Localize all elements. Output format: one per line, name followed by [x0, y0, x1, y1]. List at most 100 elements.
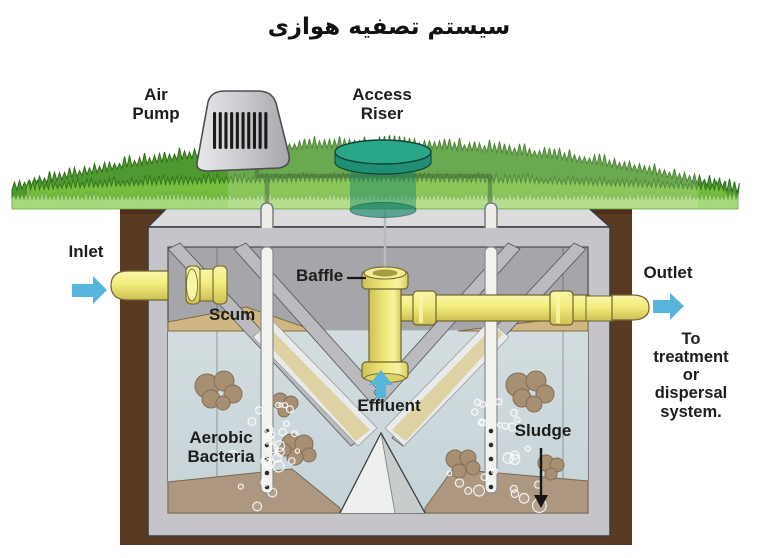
vent-slat [241, 112, 245, 149]
air-bubble [254, 406, 264, 415]
air-bubble [287, 457, 296, 465]
vent-slat [230, 112, 234, 149]
diffuser-hole [488, 456, 494, 462]
bacteria-blob [278, 443, 292, 457]
bacteria-blob [544, 467, 558, 481]
air-bubble [491, 467, 499, 475]
air-bubble [473, 398, 482, 406]
inlet-label: Inlet [68, 242, 104, 261]
outlet-arrow [653, 293, 684, 320]
inlet-pipe [110, 270, 169, 301]
vent-slat [224, 112, 228, 149]
vent-slat [258, 112, 262, 149]
bacteria-blob [451, 463, 467, 479]
cutaway-highlight [228, 138, 698, 208]
air-bubble [285, 405, 294, 414]
diffuser-hole [488, 428, 494, 434]
air-bubble [514, 416, 521, 424]
vent-slat [247, 112, 251, 149]
air-bubble [510, 489, 520, 499]
air-bubble [496, 421, 503, 428]
air-bubble [227, 450, 239, 462]
air-bubble [275, 447, 285, 457]
aerobic-bacteria-label: Aerobic Bacteria [187, 428, 255, 466]
outlet-pipe [611, 294, 650, 321]
air-bubble [247, 417, 257, 427]
baffle-label: Baffle [296, 266, 344, 285]
air-bubble [278, 427, 288, 437]
air-pump-vents [213, 112, 268, 149]
air-bubble [464, 486, 473, 495]
air-bubble [509, 408, 518, 417]
vent-slat [252, 112, 256, 149]
air-bubble [294, 448, 301, 454]
funnel-walls [252, 319, 510, 447]
air-pump-unit [196, 90, 291, 172]
air-bubble [454, 478, 465, 488]
air-bubble [252, 501, 263, 512]
bacteria-blob [525, 395, 543, 413]
to-treatment-label: To treatment or dispersal system. [653, 330, 729, 421]
inlet-piping [110, 265, 228, 305]
air-bubbles-left [227, 401, 301, 512]
sludge-arrow [534, 448, 548, 508]
air-bubble [264, 425, 274, 435]
effluent-label: Effluent [357, 396, 421, 415]
air-bubble [472, 484, 486, 497]
vent-slat [218, 112, 222, 149]
sludge-layer-right [424, 468, 589, 514]
air-bubble [507, 422, 517, 432]
sludge-layer-left [167, 468, 341, 514]
air-bubble [480, 473, 489, 482]
air-bubble [260, 477, 270, 487]
diffuser-hole [264, 470, 270, 476]
grass-base [11, 190, 739, 210]
bacteria-blobs [194, 370, 565, 481]
air-bubble [477, 418, 485, 426]
diffuser-hole [488, 442, 494, 448]
air-supply-line [254, 165, 493, 206]
baffle-pipe [361, 266, 409, 383]
bacteria-blob [301, 447, 317, 463]
inlet-arrow [72, 276, 107, 304]
air-drop-tube-left [260, 202, 274, 228]
diffuser-hole [488, 484, 494, 490]
air-bubbles-right [446, 397, 547, 514]
air-bubble [501, 422, 510, 431]
air-bubble [272, 452, 283, 463]
diffuser-tube-right [484, 246, 498, 494]
vent-slat [213, 112, 217, 149]
air-bubble [267, 487, 278, 498]
air-pump-label: Air Pump [132, 85, 180, 123]
outlet-piping [398, 290, 650, 326]
air-bubble [283, 420, 290, 428]
diffuser-tube-left [260, 246, 274, 494]
air-bubble [260, 456, 270, 466]
air-bubble [281, 402, 289, 409]
diagram-title: سیستم تصفیه هوازی [267, 14, 511, 40]
air-bubble [518, 492, 530, 504]
air-bubble [524, 445, 532, 452]
air-bubble [291, 430, 299, 438]
outlet-label: Outlet [643, 263, 693, 282]
air-bubble [495, 397, 503, 406]
air-bubble [268, 443, 278, 454]
air-bubble [263, 433, 275, 445]
bacteria-blob [465, 460, 481, 476]
effluent-arrow [369, 370, 393, 398]
vent-slat [264, 112, 268, 149]
bacteria-blob [215, 395, 231, 411]
air-drop-tube-right [484, 202, 498, 228]
air-bubble [510, 450, 520, 460]
air-bubble [237, 483, 244, 490]
air-bubble [446, 470, 453, 477]
sludge-label: Sludge [514, 421, 572, 440]
bacteria-blob [535, 384, 555, 404]
center-v-divider [339, 431, 426, 514]
vent-slat [235, 112, 239, 149]
scum-label: Scum [209, 305, 256, 324]
access-riser-lid [334, 139, 432, 175]
air-bubble [275, 401, 282, 409]
